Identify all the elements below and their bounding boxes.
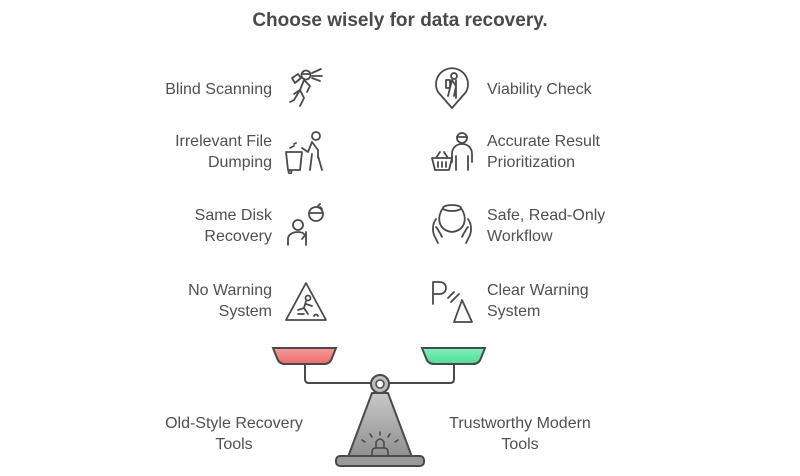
item-text-line-1: Irrelevant File [175, 133, 272, 150]
item-text-line-2: Dumping [207, 154, 272, 171]
slippery-warning-sign-icon [284, 280, 328, 324]
right-item-safe-read-only-workflow: Safe, Read-Only Workflow [487, 205, 657, 247]
right-item-viability-check: Viability Check [487, 79, 657, 100]
right-pan [420, 347, 487, 365]
person-dumping-trash-icon [282, 130, 326, 175]
label-line-2: Tools [215, 436, 253, 453]
item-text-line-1: No Warning [188, 282, 272, 299]
item-text-line-1: Same Disk [194, 207, 272, 224]
item-text-line-1: Safe, Read-Only [487, 207, 606, 224]
person-with-refresh-icon [284, 203, 328, 247]
item-text-line-2: System [218, 303, 272, 320]
parking-sensor-cone-icon [430, 280, 474, 324]
item-text: Blind Scanning [165, 81, 272, 98]
left-side-label: Old-Style Recovery Tools [134, 413, 334, 455]
right-item-accurate-result-prioritization: Accurate Result Prioritization [487, 131, 657, 173]
left-item-same-disk-recovery: Same Disk Recovery [112, 205, 272, 247]
item-text-line-2: Prioritization [487, 154, 576, 171]
item-text-line-1: Accurate Result [487, 133, 600, 150]
label-line-1: Trustworthy Modern [449, 415, 591, 432]
item-text: Viability Check [487, 81, 592, 98]
left-pan [271, 347, 338, 365]
item-text-line-2: Workflow [487, 228, 553, 245]
left-item-blind-scanning: Blind Scanning [112, 79, 272, 100]
hands-holding-vase-icon [430, 203, 474, 247]
label-line-2: Tools [501, 436, 539, 453]
item-text-line-2: System [487, 303, 541, 320]
hiker-with-headlamp-icon [282, 66, 326, 110]
page-title: Choose wisely for data recovery. [252, 10, 548, 31]
item-text-line-1: Clear Warning [487, 282, 589, 299]
right-item-clear-warning-system: Clear Warning System [487, 280, 657, 322]
right-side-label: Trustworthy Modern Tools [420, 413, 620, 455]
label-line-1: Old-Style Recovery [165, 415, 303, 432]
left-item-irrelevant-file-dumping: Irrelevant File Dumping [112, 131, 272, 173]
item-text-line-2: Recovery [204, 228, 272, 245]
location-pin-hiker-icon [430, 66, 474, 110]
shopper-with-basket-icon [430, 130, 474, 174]
left-item-no-warning-system: No Warning System [112, 280, 272, 322]
